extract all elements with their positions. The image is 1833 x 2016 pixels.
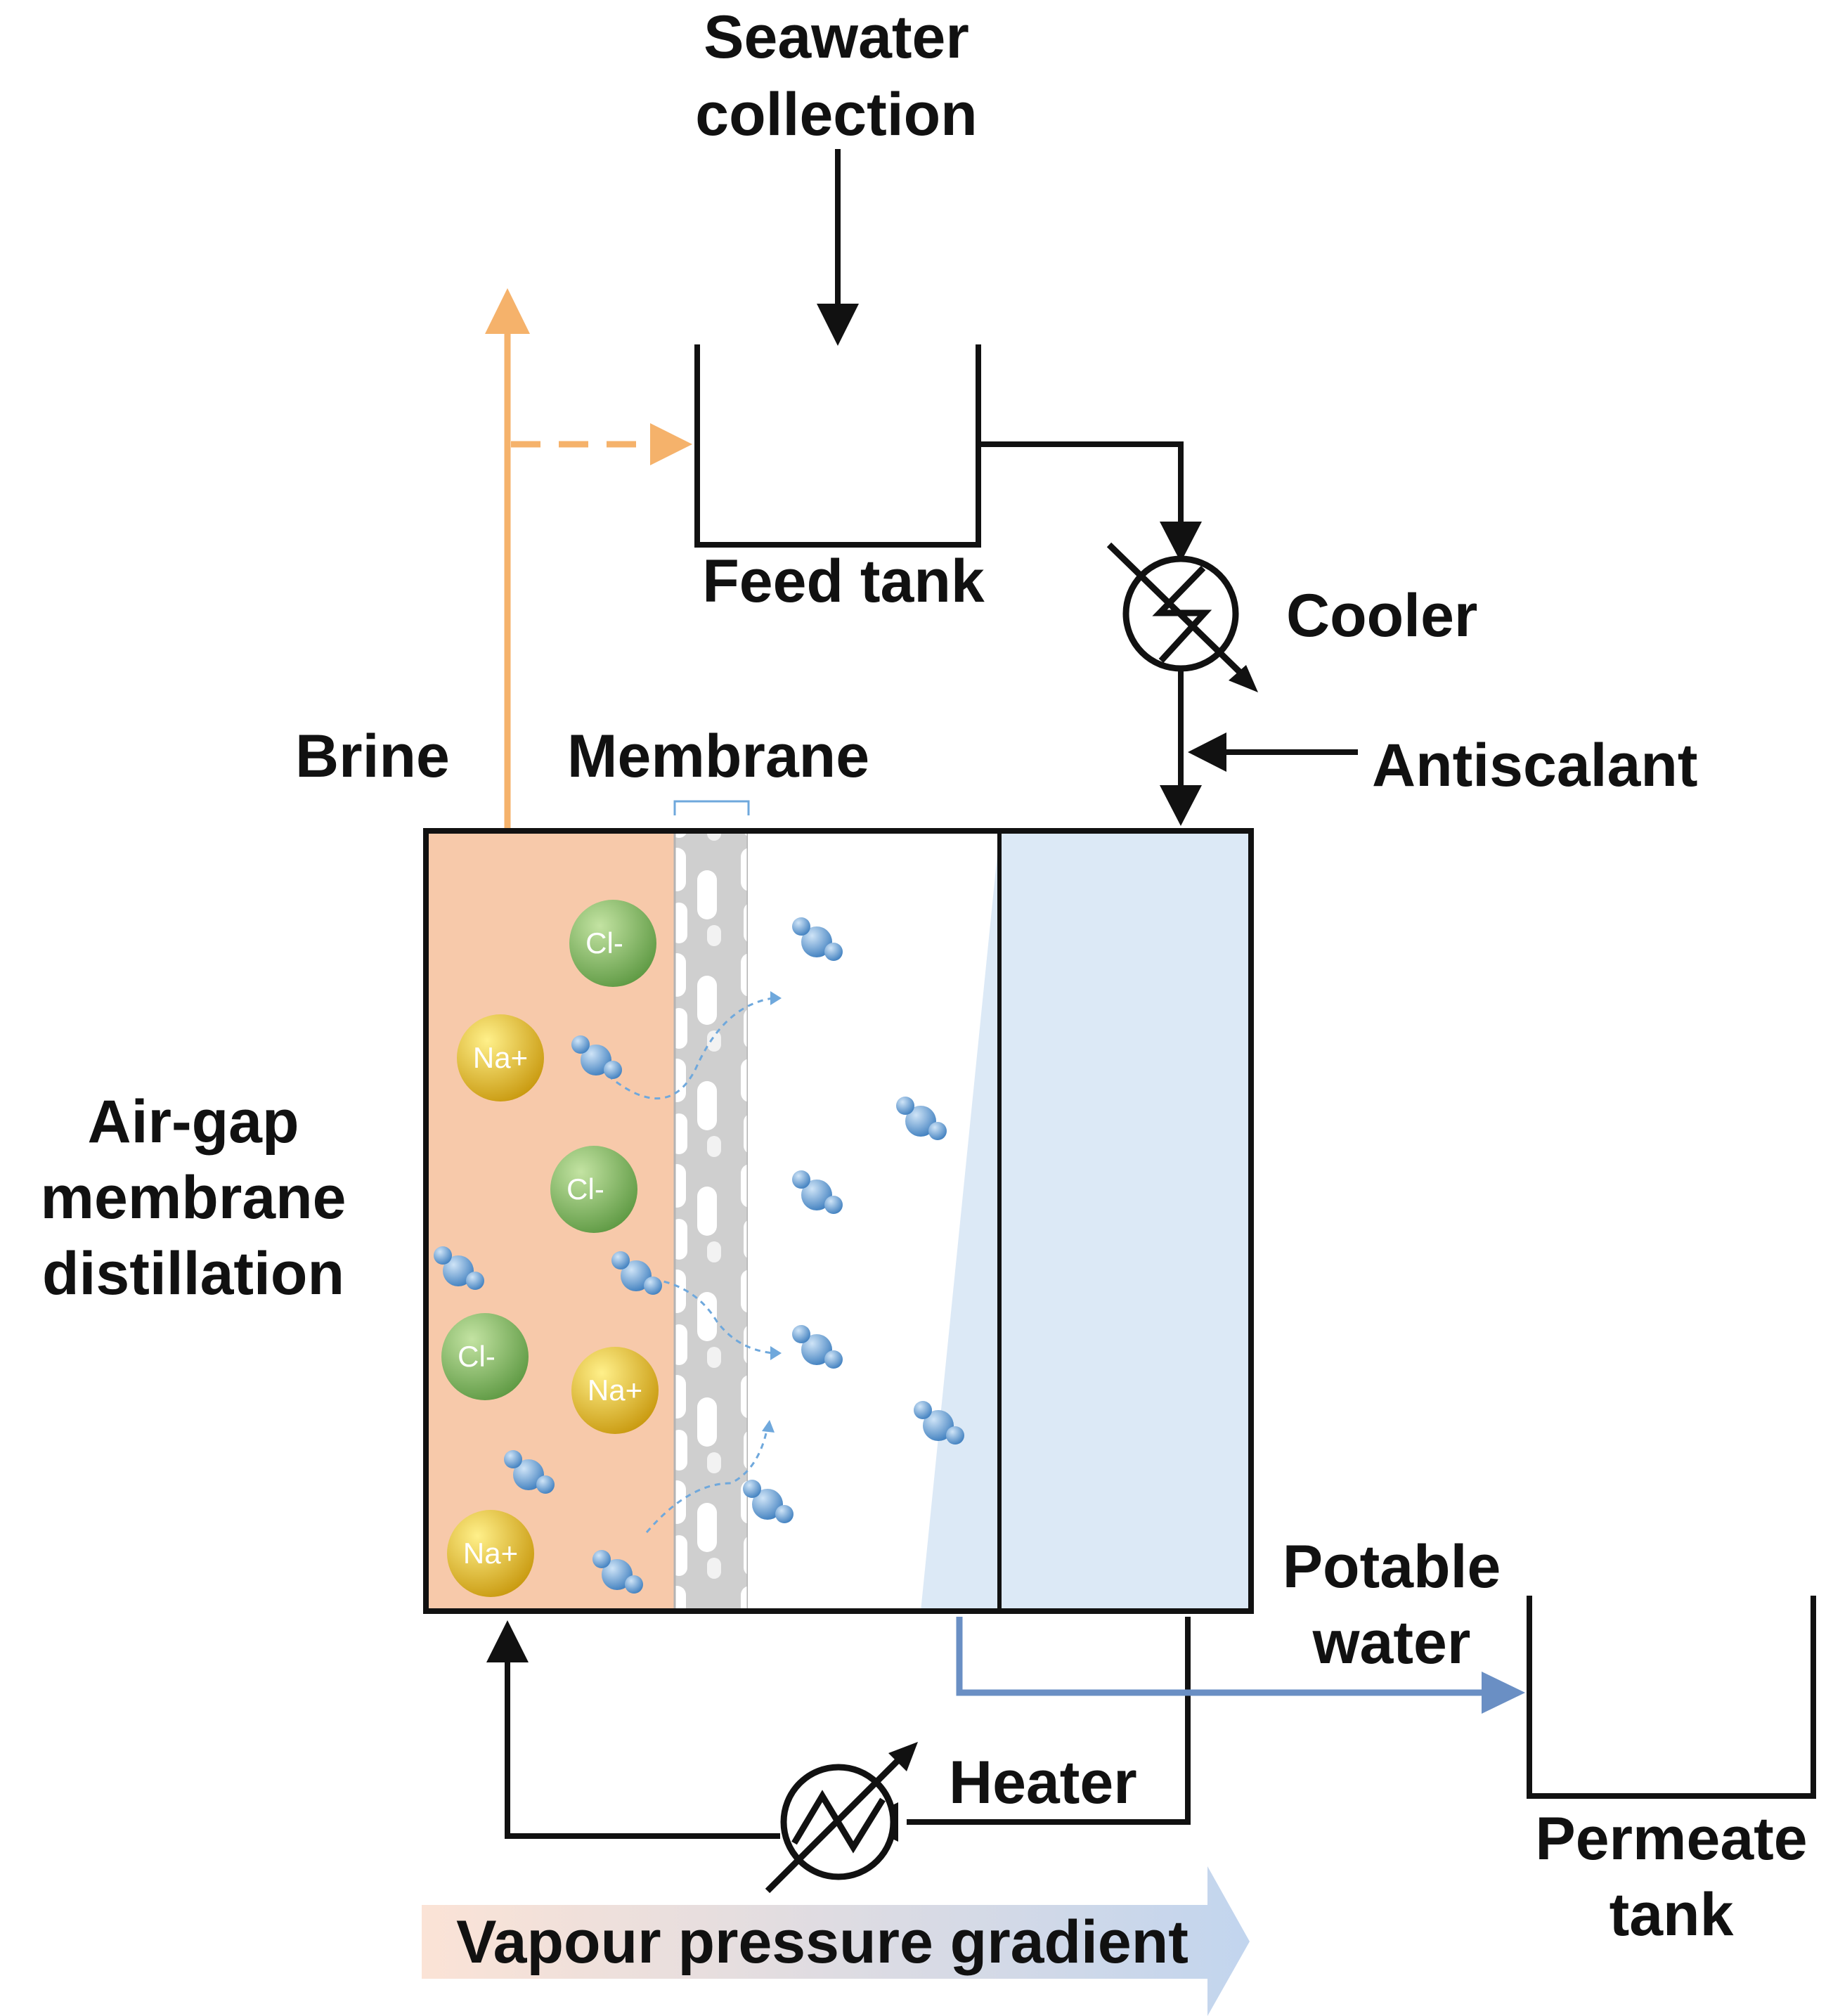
sodium-ion: Na+: [457, 1014, 544, 1101]
permeate-outflow-arrow: [956, 1617, 1525, 1714]
permeate-tank: [1527, 1596, 1816, 1799]
svg-text:Na+: Na+: [463, 1537, 518, 1570]
permeate-tank-label: Permeate: [1535, 1805, 1807, 1873]
gradient-arrow: [422, 1866, 1250, 2016]
sodium-ion: Na+: [571, 1347, 659, 1434]
chloride-ion: Cl-: [550, 1146, 637, 1233]
chloride-ion: Cl-: [569, 900, 656, 987]
seawater-label-2: collection: [695, 81, 977, 148]
svg-text:Cl-: Cl-: [566, 1172, 604, 1206]
coolant-pipe-arrowhead: [1160, 785, 1202, 826]
svg-text:Na+: Na+: [473, 1041, 528, 1074]
agmd-label-3: distillation: [42, 1240, 344, 1307]
feed-tank-label: Feed tank: [702, 548, 985, 615]
heater-symbol: [765, 1742, 918, 1894]
potable-water-label: Potable: [1283, 1533, 1501, 1601]
antiscalant-label: Antiscalant: [1372, 732, 1698, 799]
membrane-layer: [675, 831, 748, 1611]
permeate-tank-label-2: tank: [1609, 1881, 1734, 1949]
brine-outflow-arrow: [485, 288, 530, 829]
module-frame: [423, 828, 1254, 1614]
vapour-paths: [607, 997, 774, 1533]
seawater-inflow-arrow: [817, 149, 859, 346]
svg-text:Cl-: Cl-: [585, 926, 623, 959]
gradient-label: Vapour pressure gradient: [456, 1908, 1188, 1976]
brine-label: Brine: [295, 723, 450, 790]
svg-text:Cl-: Cl-: [458, 1340, 496, 1373]
vapour-arrowheads: [762, 991, 782, 1433]
feed-pipe: [980, 441, 1184, 524]
antiscalant-arrowhead: [1188, 732, 1226, 772]
cooler-label: Cooler: [1286, 582, 1477, 650]
sodium-ion: Na+: [447, 1510, 534, 1597]
seawater-label: Seawater: [704, 4, 969, 71]
heater-label: Heater: [949, 1749, 1137, 1816]
cooler-symbol: [1106, 542, 1258, 692]
agmd-label-2: membrane: [41, 1164, 346, 1232]
agmd-label: Air-gap: [88, 1088, 299, 1156]
chloride-ion: Cl-: [441, 1313, 529, 1400]
brine-recycle-arrow: [511, 423, 692, 465]
membrane-bracket: [673, 800, 750, 815]
svg-text:Na+: Na+: [588, 1374, 642, 1407]
feed-pipe-arrowhead: [1160, 522, 1202, 562]
membrane-label: Membrane: [567, 723, 869, 790]
feed-tank: [694, 344, 981, 548]
potable-water-label-2: water: [1312, 1609, 1471, 1676]
coolant-side-region: [999, 831, 1251, 1611]
